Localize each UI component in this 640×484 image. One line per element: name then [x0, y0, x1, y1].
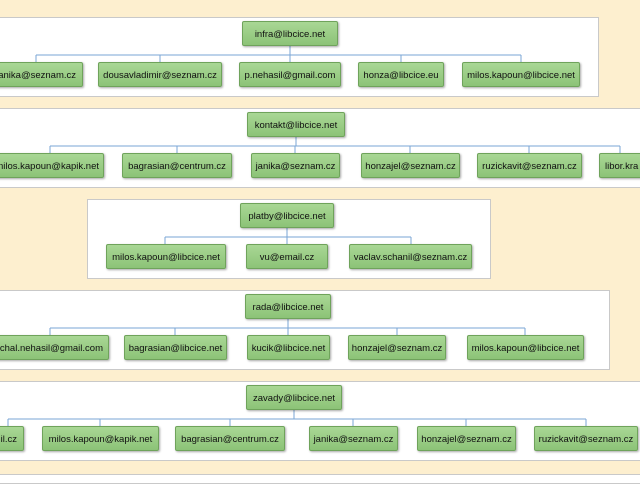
child-node[interactable]: libor.kra — [599, 153, 640, 178]
child-node[interactable]: milos.kapoun@libcice.net — [462, 62, 580, 87]
parent-node-zavady[interactable]: zavady@libcice.net — [246, 385, 342, 410]
child-node[interactable]: honza@libcice.eu — [358, 62, 444, 87]
child-node[interactable]: bagrasian@libcice.net — [124, 335, 227, 360]
child-node[interactable]: bagrasian@centrum.cz — [122, 153, 232, 178]
child-node[interactable]: vu@email.cz — [246, 244, 328, 269]
child-node[interactable]: honzajel@seznam.cz — [361, 153, 460, 178]
child-node[interactable]: milos.kapoun@kapik.net — [0, 153, 104, 178]
parent-node-infra[interactable]: infra@libcice.net — [242, 21, 338, 46]
child-node[interactable]: honzajel@seznam.cz — [348, 335, 446, 360]
parent-node-kontakt[interactable]: kontakt@libcice.net — [247, 112, 345, 137]
child-node[interactable]: p.nehasil@gmail.com — [239, 62, 341, 87]
child-node[interactable]: vaclav.schanil@seznam.cz — [349, 244, 472, 269]
parent-node-platby[interactable]: platby@libcice.net — [240, 203, 334, 228]
child-node[interactable]: il.cz — [0, 426, 24, 451]
child-node[interactable]: janika@seznam.cz — [309, 426, 398, 451]
child-node[interactable]: bagrasian@centrum.cz — [175, 426, 285, 451]
child-node[interactable]: milos.kapoun@kapik.net — [42, 426, 159, 451]
child-node[interactable]: janika@seznam.cz — [0, 62, 83, 87]
child-node[interactable]: dousavladimir@seznam.cz — [98, 62, 222, 87]
child-node[interactable]: milos.kapoun@libcice.net — [467, 335, 584, 360]
child-node[interactable]: ruzickavit@seznam.cz — [477, 153, 582, 178]
child-node[interactable]: chal.nehasil@gmail.com — [0, 335, 109, 360]
group-panel-next — [0, 474, 640, 484]
child-node[interactable]: kucik@libcice.net — [247, 335, 330, 360]
child-node[interactable]: janika@seznam.cz — [251, 153, 340, 178]
child-node[interactable]: ruzickavit@seznam.cz — [534, 426, 638, 451]
child-node[interactable]: honzajel@seznam.cz — [417, 426, 516, 451]
parent-node-rada[interactable]: rada@libcice.net — [245, 294, 331, 319]
child-node[interactable]: milos.kapoun@libcice.net — [106, 244, 226, 269]
